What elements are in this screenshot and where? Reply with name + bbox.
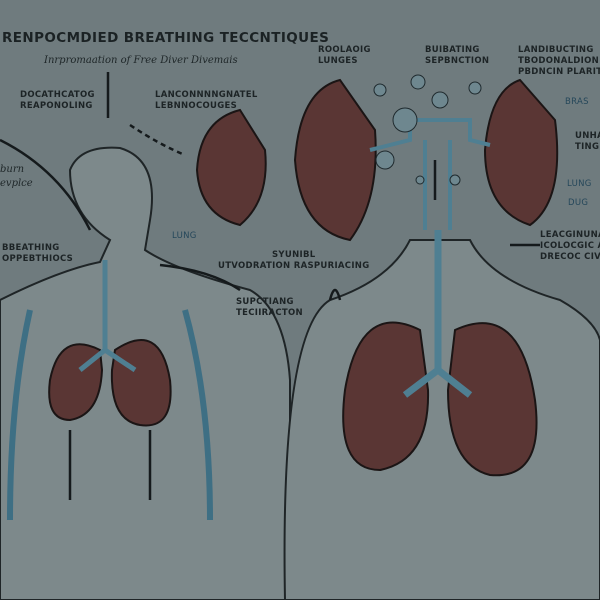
label-line: ROOLAOIG xyxy=(318,45,371,55)
label-line: LANCONNNNGNATEL xyxy=(155,90,258,100)
side-note-line: burn xyxy=(0,164,25,175)
label-line: SUPCTIANG xyxy=(236,297,294,307)
floating-lung-2 xyxy=(293,78,377,242)
left-lung-r xyxy=(110,339,172,427)
right-airway xyxy=(402,230,473,398)
label-line: DOCATHCATOG xyxy=(20,90,95,100)
label-line: PBDNCIN PLARITY xyxy=(518,67,600,77)
label-line: SYUNIBL xyxy=(272,250,316,260)
floating-airway xyxy=(369,118,491,230)
label-line: OPPEBTHIOCS xyxy=(2,254,74,264)
label-line: LUNGES xyxy=(318,56,358,66)
label-right-mid: LEACGINUNATICOLOCGIC ANLDRECOC CIVERL xyxy=(540,230,600,263)
label-line: REAPONOLING xyxy=(20,101,93,111)
label-line: UNHA xyxy=(575,131,600,141)
right-lung-l xyxy=(342,321,430,472)
label-line: LANDIBUCTING xyxy=(518,45,594,55)
floating-lung-3 xyxy=(483,78,559,227)
blue-curves xyxy=(7,309,213,521)
label-line: TINGB xyxy=(575,142,600,152)
label-unha: UNHATINGB xyxy=(575,131,600,153)
label-line: BUIBATING xyxy=(425,45,480,55)
subtitle: Inrpromaation of Free Diver Divemais xyxy=(44,55,238,66)
right-body xyxy=(283,239,600,600)
label-lung-right: LUNG xyxy=(567,179,592,189)
label-line: LEBNNOCOUGES xyxy=(155,101,238,111)
label-line: TBODONALDION xyxy=(518,56,600,66)
floating-lung-1 xyxy=(195,108,267,227)
label-dug: DUG xyxy=(568,198,589,208)
page-title: RENPOCMDIED BREATHING TECCNTIQUES xyxy=(2,30,330,46)
right-lung-r xyxy=(446,322,538,477)
label-line: LEACGINUNAT xyxy=(540,230,600,240)
left-airway xyxy=(78,260,137,373)
side-note: burn evplce xyxy=(0,163,33,191)
bubbles xyxy=(373,74,482,186)
label-line: SEPBNCTION xyxy=(425,56,490,66)
label-line: ICOLOCGIC ANL xyxy=(540,241,600,251)
label-lung-left: LUNG xyxy=(172,231,197,241)
arrows xyxy=(0,72,540,500)
label-line: DRECOC CIVERL xyxy=(540,252,600,262)
label-bras: BRAS xyxy=(565,97,589,107)
side-note-line: evplce xyxy=(0,178,33,189)
label-line: UTVODRATION RASPURIACING xyxy=(218,261,370,271)
label-line: BBEATHING xyxy=(2,243,60,253)
label-line: TECIIRACTON xyxy=(236,308,303,318)
